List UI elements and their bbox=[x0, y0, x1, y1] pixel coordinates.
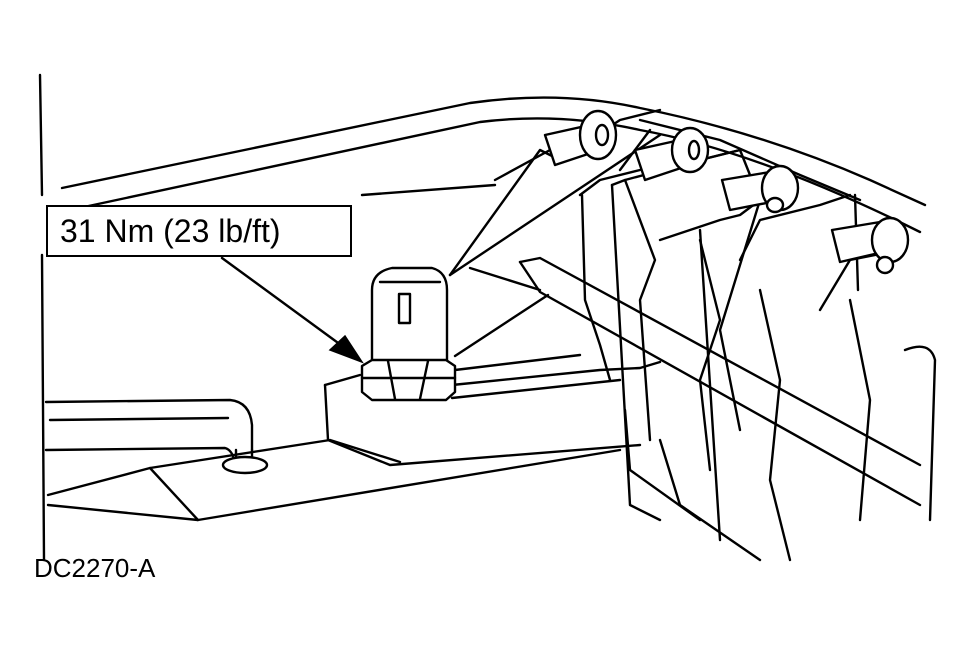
crossmember bbox=[448, 108, 922, 507]
bracket-pad bbox=[323, 293, 662, 467]
lower-ledge bbox=[46, 438, 622, 522]
frame-edge bbox=[38, 73, 46, 562]
bushings bbox=[543, 109, 910, 275]
torque-callout: 31 Nm (23 lb/ft) bbox=[46, 205, 352, 257]
callout-leader bbox=[220, 256, 364, 364]
upper-body-panel bbox=[60, 96, 927, 234]
figure-id: DC2270-A bbox=[34, 553, 156, 583]
hose bbox=[44, 398, 269, 475]
bolt bbox=[360, 266, 457, 402]
